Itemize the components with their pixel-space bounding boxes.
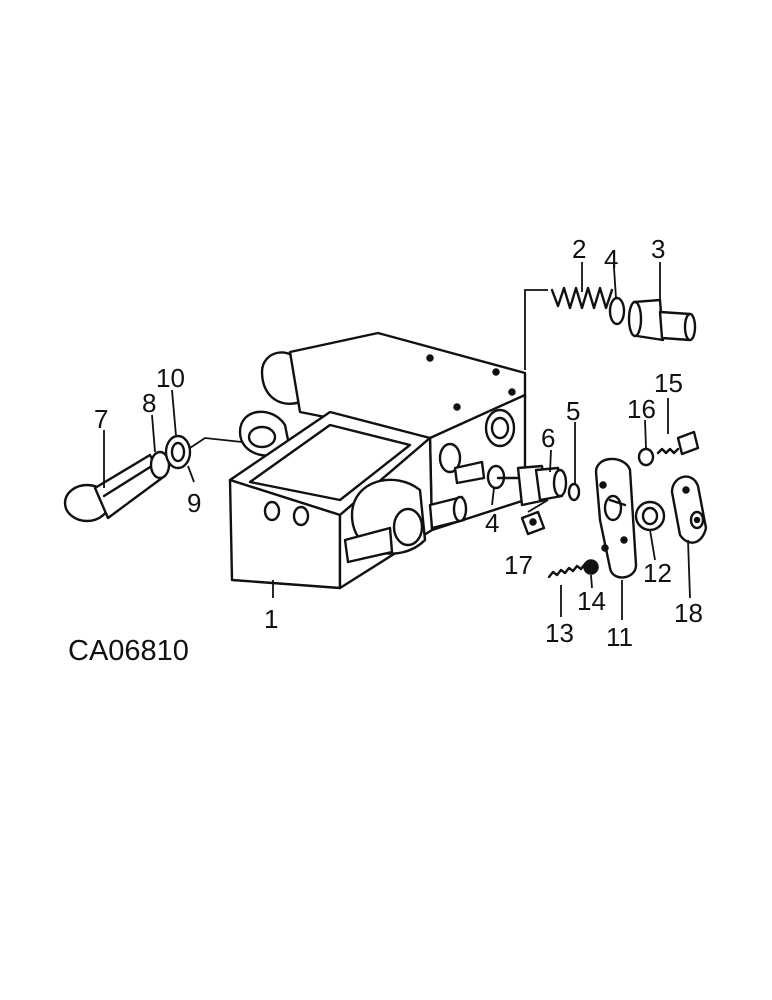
callout-labels: 1 2 3 4 4 5 6 7 8 9 10 11 12 13 14 15 16… <box>94 234 703 652</box>
callout-5: 5 <box>566 396 580 426</box>
lever-part-11 <box>594 457 638 579</box>
callout-13: 13 <box>545 618 574 648</box>
spring-part-2 <box>550 286 614 310</box>
callout-14: 14 <box>577 586 606 616</box>
leader-line <box>189 437 243 449</box>
o-ring-part-8 <box>149 450 171 480</box>
washer-part-16 <box>637 447 655 467</box>
callout-15: 15 <box>654 368 683 398</box>
leader-line <box>527 499 549 513</box>
fitting-part-6 <box>496 464 568 507</box>
callout-12: 12 <box>643 558 672 588</box>
seal-part-10 <box>164 434 192 470</box>
callout-3: 3 <box>651 234 665 264</box>
callout-9: 9 <box>187 488 201 518</box>
o-ring-part-4-upper <box>608 296 626 326</box>
callout-11: 11 <box>606 622 633 652</box>
callout-8: 8 <box>142 388 156 418</box>
leader-line <box>524 289 548 370</box>
callout-7: 7 <box>94 404 108 434</box>
callout-16: 16 <box>627 394 656 424</box>
callout-10: 10 <box>156 363 185 393</box>
screw-part-13 <box>547 562 591 579</box>
bushing-part-12 <box>634 500 666 532</box>
callout-18: 18 <box>674 598 703 628</box>
callout-leaders <box>103 262 691 620</box>
cam-plate-part-18 <box>670 475 708 544</box>
bolt-part-15 <box>656 430 700 456</box>
nut-part-17 <box>520 510 546 536</box>
callout-1: 1 <box>264 604 278 634</box>
callout-17: 17 <box>504 550 533 580</box>
callout-6: 6 <box>541 423 555 453</box>
plug-part-7 <box>63 453 164 523</box>
callout-2: 2 <box>572 234 586 264</box>
drawing-code: CA06810 <box>68 635 189 667</box>
valve-housing <box>228 331 527 590</box>
plug-part-3 <box>627 298 697 342</box>
nut-part-14 <box>583 559 599 575</box>
callout-4-lower: 4 <box>485 508 499 538</box>
callout-4-upper: 4 <box>604 244 618 274</box>
ring-part-5 <box>567 482 581 502</box>
